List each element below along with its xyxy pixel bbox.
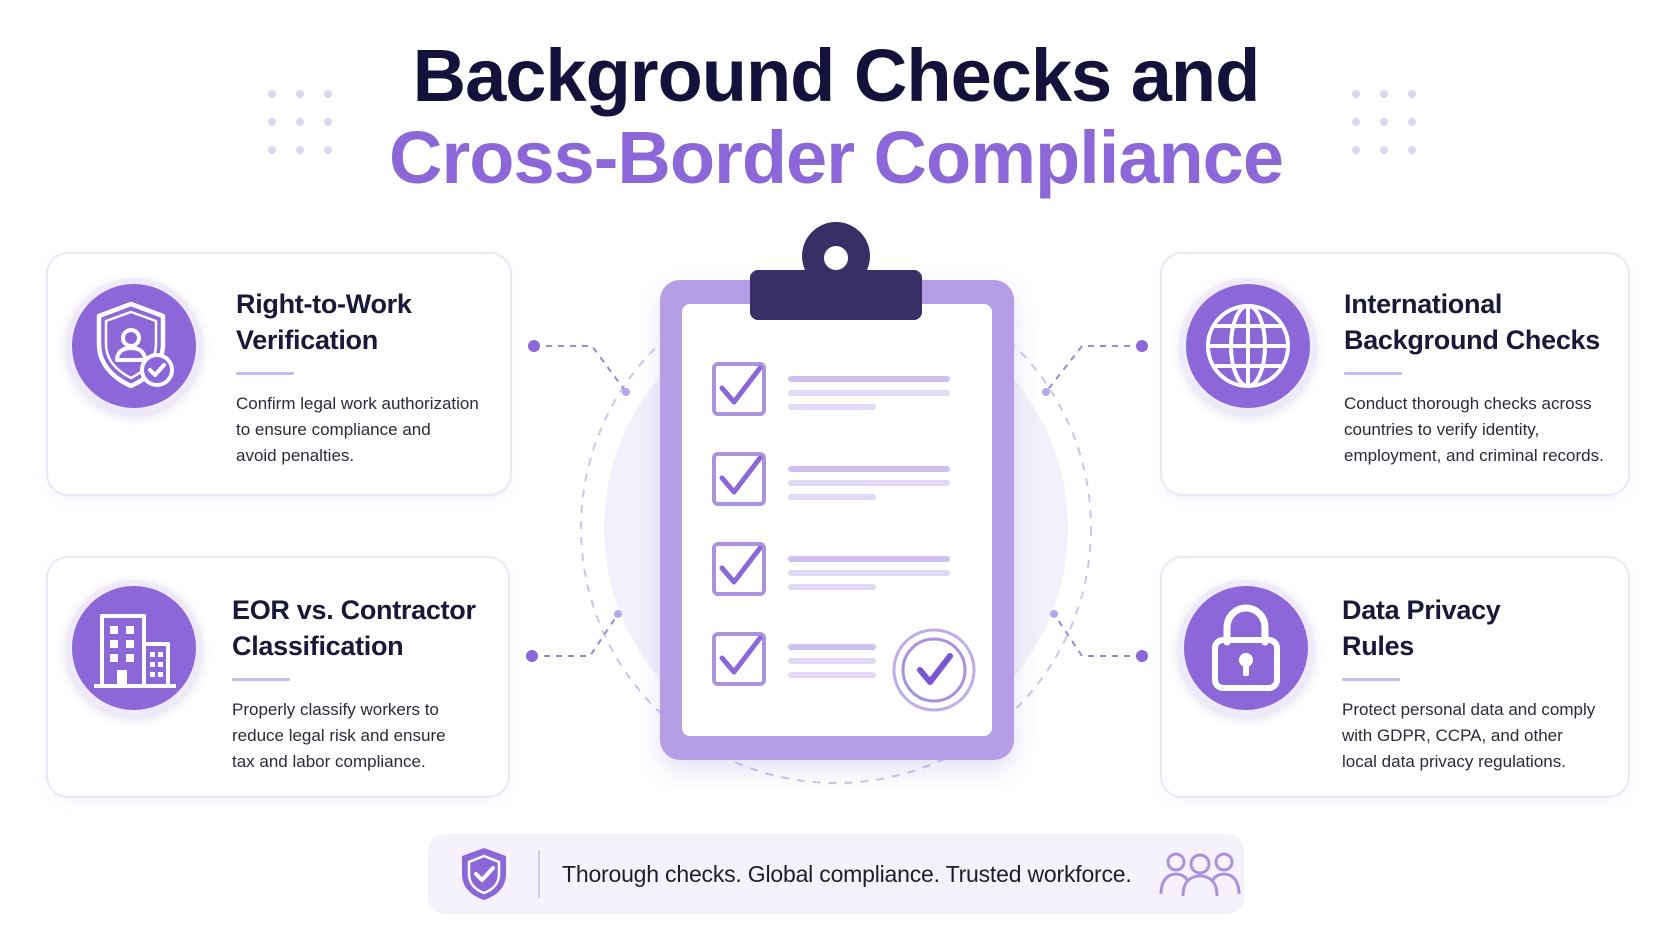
card-eor-classification: EOR vs. Contractor Classification Proper…	[46, 556, 510, 798]
card-international-checks: International Background Checks Conduct …	[1160, 252, 1630, 496]
card-title-line-1: EOR vs. Contractor	[232, 595, 476, 625]
card-divider	[236, 372, 294, 375]
card-divider	[1342, 678, 1400, 681]
office-buildings-icon	[94, 614, 176, 688]
clipboard-checklist-icon	[660, 222, 1014, 760]
card-desc-line-1: Confirm legal work authorization	[236, 394, 479, 413]
card-desc-line-2: reduce legal risk and ensure	[232, 726, 446, 745]
decorative-dots-left	[268, 90, 332, 154]
card-data-privacy: Data Privacy Rules Protect personal data…	[1160, 556, 1630, 798]
title-line-2: Cross-Border Compliance	[389, 116, 1284, 199]
card-title-line-2: Classification	[232, 631, 404, 661]
approved-check-seal	[892, 628, 976, 712]
card-desc-line-3: local data privacy regulations.	[1342, 752, 1566, 771]
card-desc-line-2: with GDPR, CCPA, and other	[1342, 726, 1563, 745]
globe-icon	[1206, 304, 1290, 388]
footer-tagline: Thorough checks. Global compliance. Trus…	[562, 860, 1132, 887]
card-title-line-2: Rules	[1342, 631, 1415, 661]
card-desc-line-3: tax and labor compliance.	[232, 752, 426, 771]
footer-banner: Thorough checks. Global compliance. Trus…	[428, 834, 1244, 914]
footer-divider	[538, 850, 540, 898]
icon-badge-international	[1180, 278, 1316, 414]
card-title-line-2: Background Checks	[1344, 325, 1600, 355]
card-desc-line-1: Conduct thorough checks across	[1344, 394, 1592, 413]
card-title-line-1: Data Privacy	[1342, 595, 1501, 625]
card-right-to-work: Right-to-Work Verification Confirm legal…	[46, 252, 512, 496]
checklist-items	[712, 362, 950, 686]
icon-badge-data-privacy	[1178, 580, 1314, 716]
shield-check-icon	[462, 848, 506, 900]
decorative-dots-right	[1352, 90, 1416, 154]
card-desc-line-2: to ensure compliance and	[236, 420, 431, 439]
card-desc-line-2: countries to verify identity,	[1344, 420, 1540, 439]
card-title-line-2: Verification	[236, 325, 378, 355]
card-divider	[1344, 372, 1402, 375]
title-line-1: Background Checks and	[412, 34, 1261, 117]
icon-badge-right-to-work	[66, 278, 202, 414]
card-desc-line-1: Properly classify workers to	[232, 700, 439, 719]
card-desc-line-1: Protect personal data and comply	[1342, 700, 1596, 719]
shield-user-check-icon	[96, 301, 174, 389]
padlock-icon	[1212, 604, 1280, 691]
card-divider	[232, 678, 290, 681]
card-desc-line-3: avoid penalties.	[236, 446, 355, 465]
card-title-line-1: International	[1344, 289, 1503, 319]
card-title-line-1: Right-to-Work	[236, 289, 412, 319]
icon-badge-eor	[66, 580, 202, 716]
people-group-icon	[1159, 852, 1241, 897]
card-desc-line-3: employment, and criminal records.	[1344, 446, 1604, 465]
